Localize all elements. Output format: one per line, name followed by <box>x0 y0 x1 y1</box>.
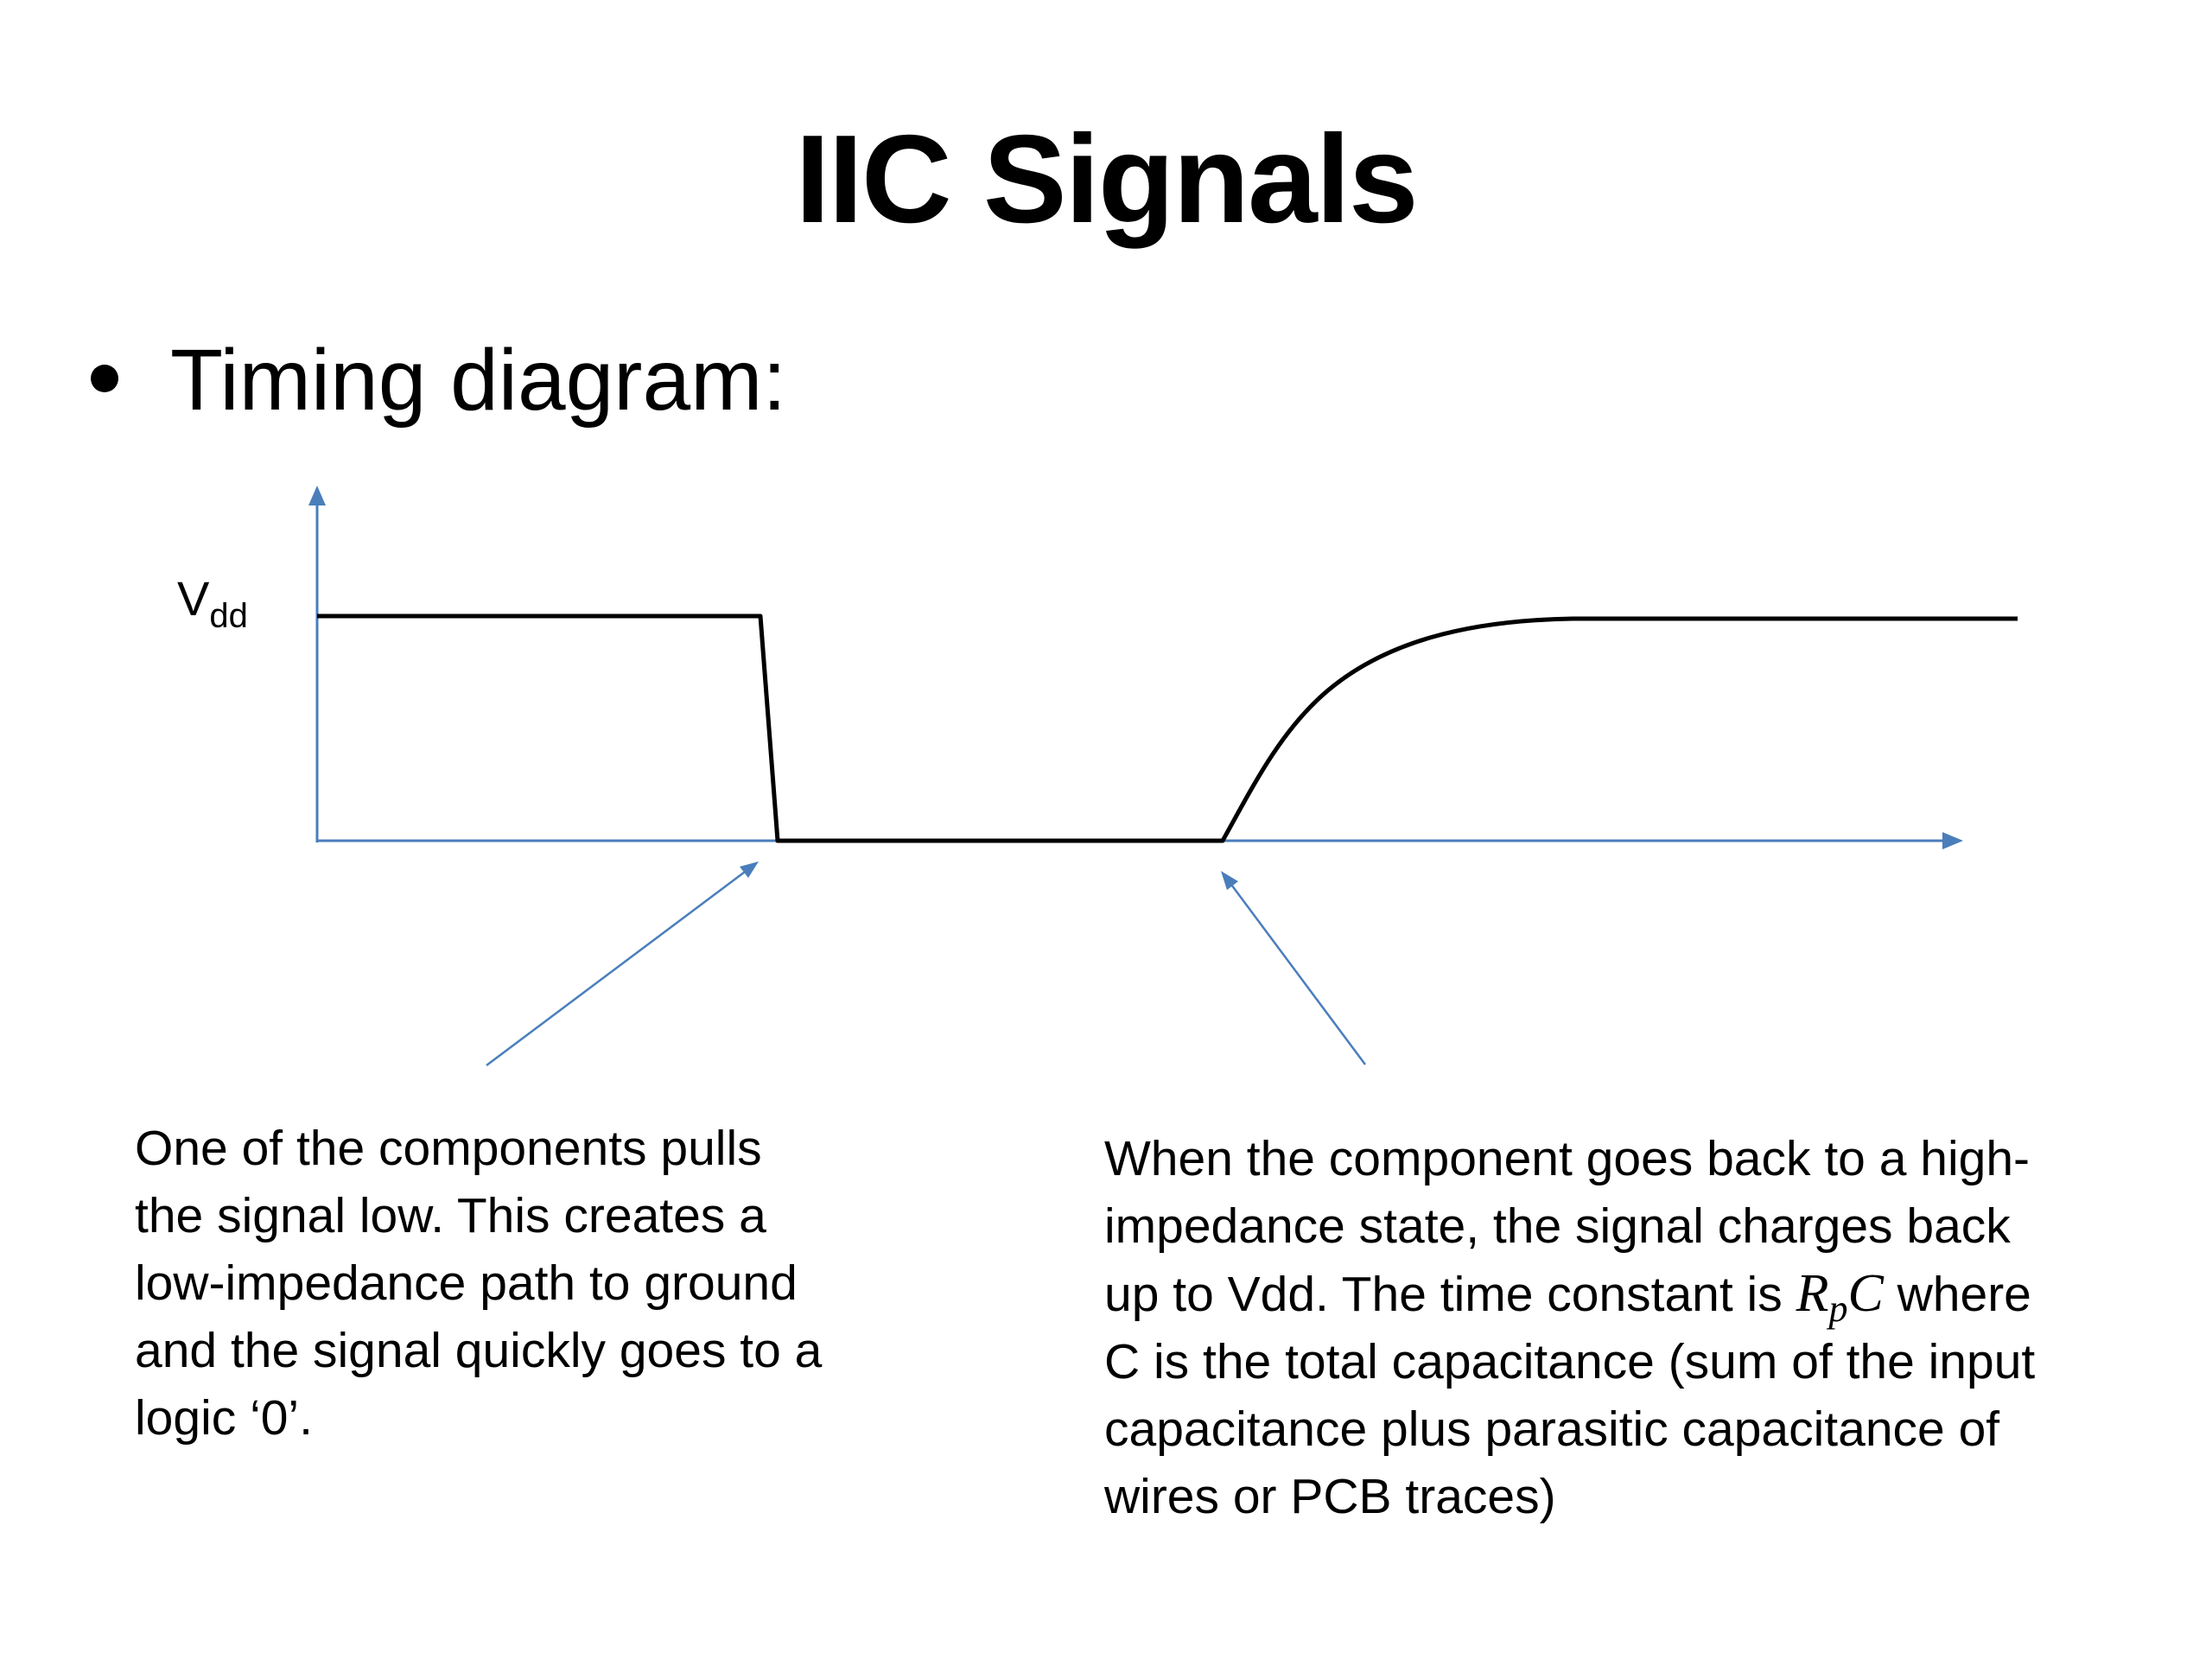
time-constant-formula: RpC <box>1796 1264 1884 1328</box>
falling-edge-callout-arrow <box>486 865 753 1067</box>
formula-r: R <box>1796 1264 1829 1323</box>
caption-line: capacitance plus parasitic capacitance o… <box>1104 1402 2000 1457</box>
caption-line: One of the components pulls <box>135 1121 762 1176</box>
caption-line: the signal low. This creates a <box>135 1188 766 1243</box>
formula-c: C <box>1847 1264 1884 1323</box>
slide-title: IIC Signals <box>795 109 1418 249</box>
bullet-text: Timing diagram: <box>170 332 787 429</box>
caption-line: wires or PCB traces) <box>1104 1469 1556 1524</box>
caption-text: where <box>1883 1267 2031 1322</box>
caption-line: and the signal quickly goes to a <box>135 1323 823 1378</box>
x-axis-arrow-icon <box>1942 832 1963 849</box>
rising-edge-callout-arrow <box>1225 878 1367 1065</box>
caption-line: low-impedance path to ground <box>135 1255 798 1311</box>
caption-line: logic ‘0’. <box>135 1390 313 1446</box>
formula-subscript-p: p <box>1828 1287 1848 1330</box>
rising-edge-caption: When the component goes back to a high- … <box>1104 1125 2035 1530</box>
bullet-item: Timing diagram: <box>91 337 786 423</box>
rising-edge-arrowhead-icon <box>1221 871 1238 890</box>
signal-waveform <box>317 613 2018 843</box>
vdd-label-sub: dd <box>209 597 248 635</box>
caption-line: impedance state, the signal charges back <box>1104 1198 2011 1254</box>
y-axis-arrow-icon <box>308 486 326 505</box>
vdd-label-main: V <box>177 571 210 626</box>
vdd-label: Vdd <box>177 571 248 635</box>
bullet-dot-icon <box>91 364 118 392</box>
caption-line: When the component goes back to a high- <box>1104 1131 2031 1186</box>
caption-text: up to Vdd. The time constant is <box>1104 1267 1796 1322</box>
falling-edge-arrowhead-icon <box>740 861 759 878</box>
caption-line: C is the total capacitance (sum of the i… <box>1104 1334 2036 1389</box>
falling-edge-caption: One of the components pulls the signal l… <box>135 1115 822 1452</box>
caption-line-with-formula: up to Vdd. The time constant is RpC wher… <box>1104 1260 2035 1328</box>
